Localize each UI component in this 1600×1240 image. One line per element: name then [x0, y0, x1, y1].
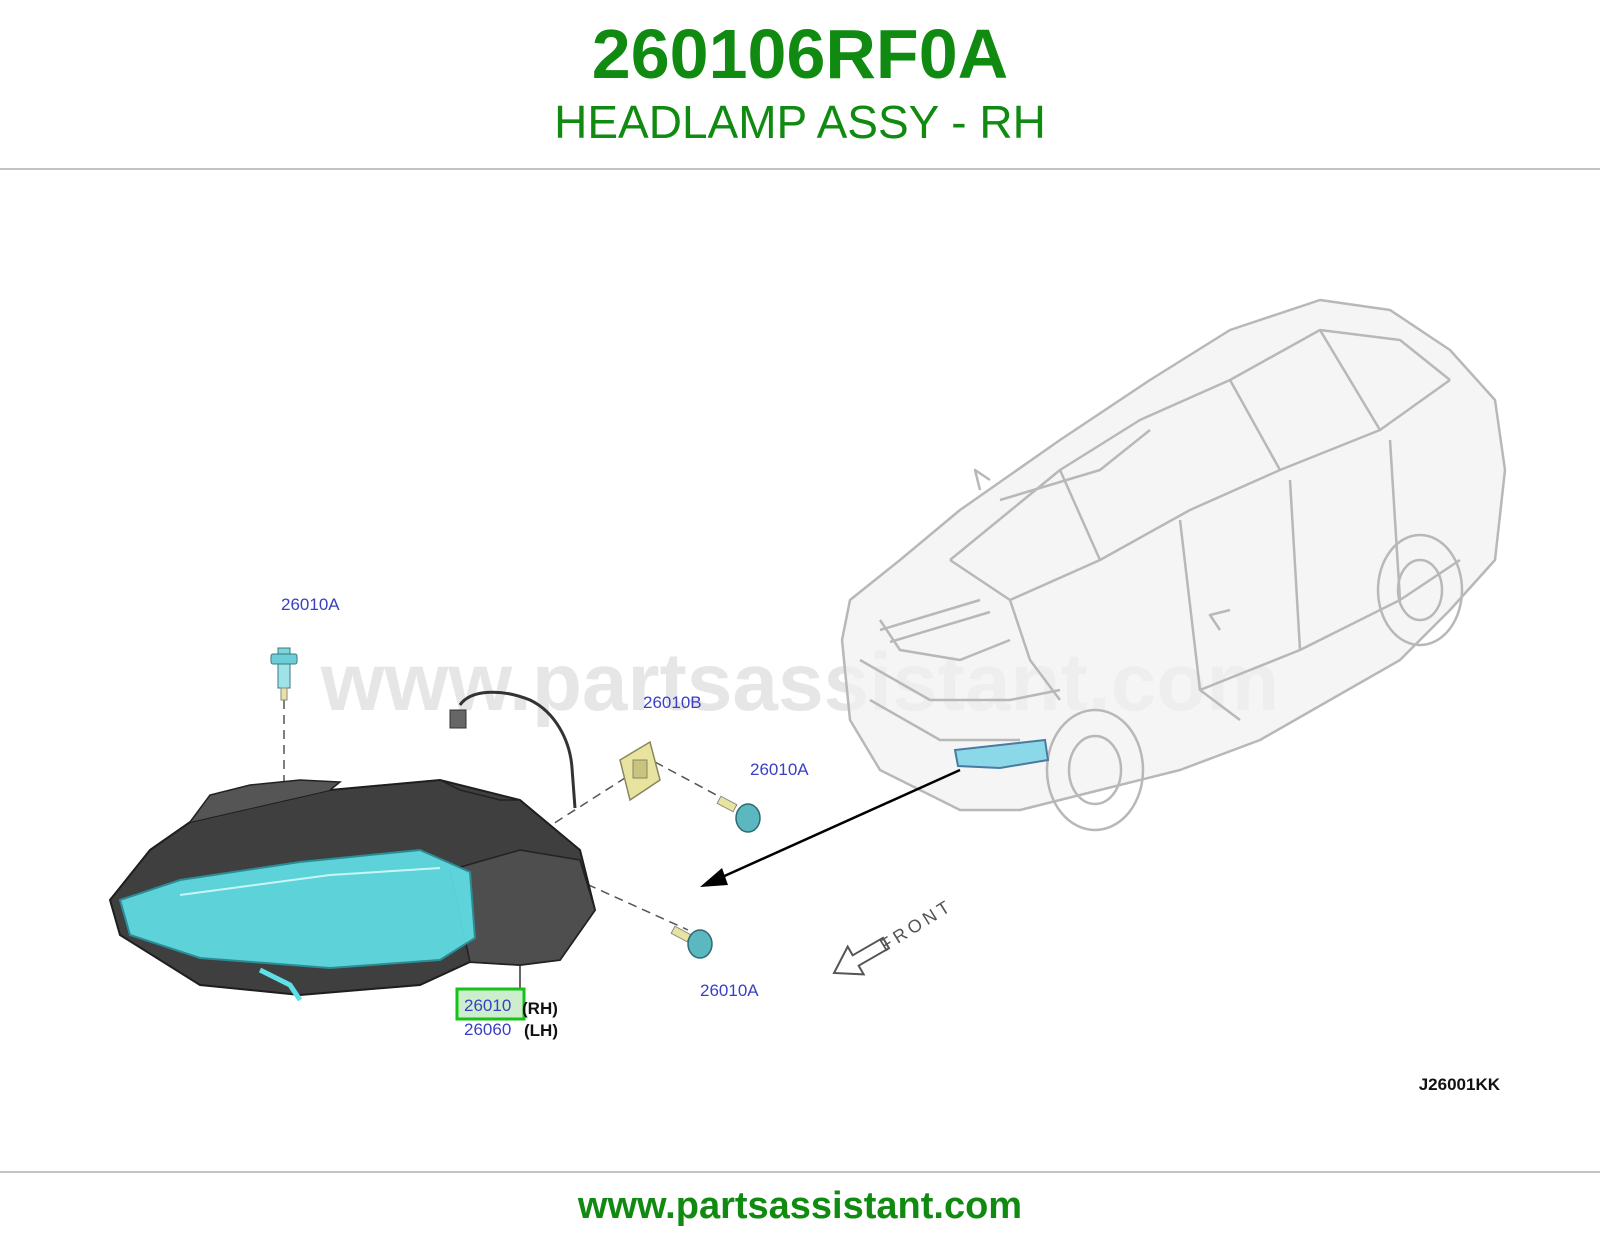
bracket-icon [619, 740, 661, 802]
side-label-lh: (LH) [524, 1021, 558, 1040]
part-number: 260106RF0A [591, 15, 1009, 93]
front-arrow-icon [832, 936, 891, 976]
screw-icon [270, 647, 298, 701]
diagram-code: J26001KK [1419, 1075, 1501, 1094]
rh-code-highlight [455, 987, 526, 1021]
footer-divider [0, 1171, 1600, 1173]
screw-icon [716, 795, 761, 833]
callout-rh-code[interactable]: 26010 [464, 996, 511, 1015]
callout-screw-right[interactable]: 26010A [750, 760, 809, 779]
side-label-rh: (RH) [522, 999, 558, 1018]
vehicle-outline-icon [840, 298, 1507, 832]
leader-arrow-icon [700, 768, 961, 887]
part-title: HEADLAMP ASSY - RH [554, 96, 1046, 148]
vehicle-headlamp-highlight [953, 738, 1050, 770]
front-label: FRONT [877, 895, 957, 955]
header-divider [0, 168, 1600, 170]
callout-lh-code[interactable]: 26060 [464, 1020, 511, 1039]
callout-bracket[interactable]: 26010B [643, 693, 702, 712]
callout-screw-top[interactable]: 26010A [281, 595, 340, 614]
headlamp-assembly-icon [108, 690, 597, 1002]
header: 260106RF0A HEADLAMP ASSY - RH [0, 0, 1600, 168]
callout-screw-bottom[interactable]: 26010A [700, 981, 759, 1000]
screw-icon [670, 925, 713, 959]
footer-url[interactable]: www.partsassistant.com [577, 1185, 1023, 1227]
